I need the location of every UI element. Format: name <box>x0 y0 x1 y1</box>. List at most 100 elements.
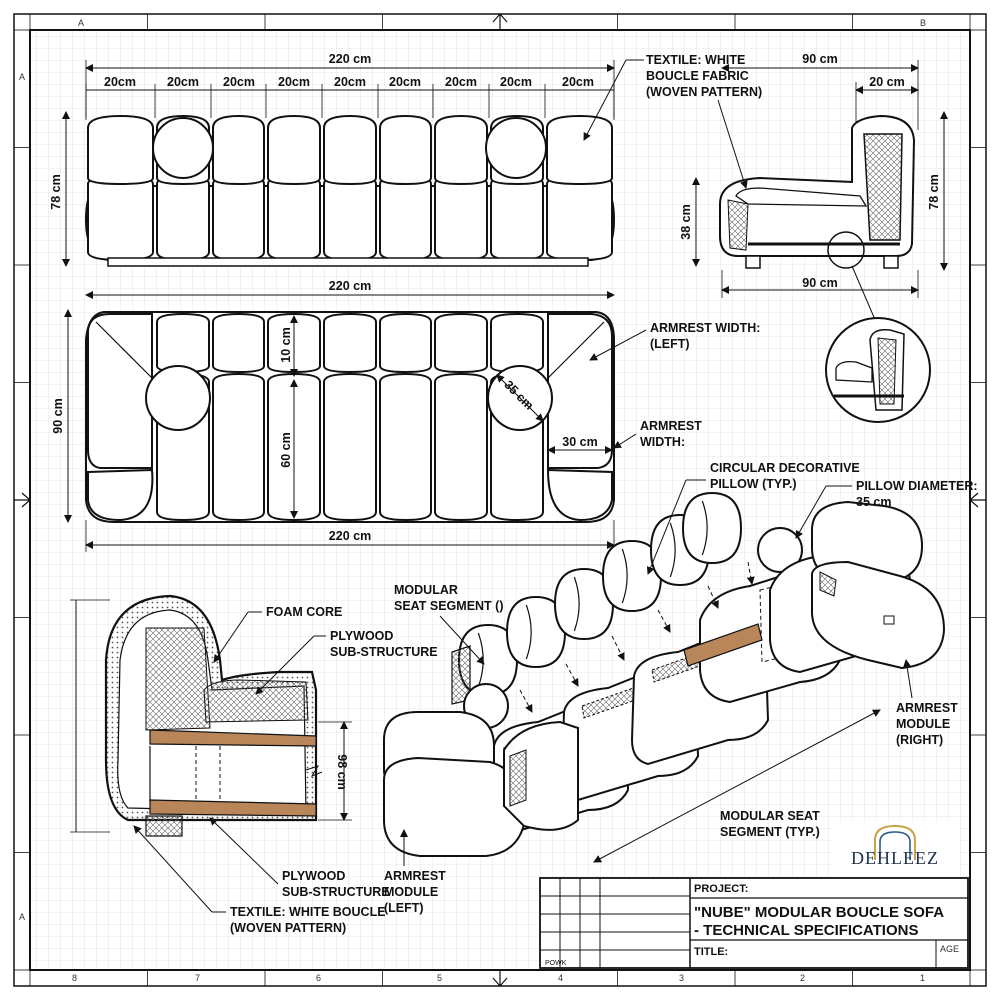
callout-textile-line3: (WOVEN PATTERN) <box>646 85 762 99</box>
callout-armrest-left-line2: (LEFT) <box>650 337 690 351</box>
border-mark: A <box>78 18 84 28</box>
title-block: PROJECT: "NUBE" MODULAR BOUCLE SOFA - TE… <box>539 877 969 969</box>
side-seat-height: 38 cm <box>679 204 693 239</box>
callout-textile-bottom-line2: (WOVEN PATTERN) <box>230 921 346 935</box>
front-seat-cushion <box>546 174 613 262</box>
callout-pillow-line1: CIRCULAR DECORATIVE <box>710 461 860 475</box>
plan-seat-depth: 60 cm <box>279 432 293 467</box>
plan-back-cushion <box>490 312 544 374</box>
callout-textile-line2: BOUCLE FABRIC <box>646 69 749 83</box>
callout-armrest-width-line1: ARMREST <box>640 419 702 433</box>
callout-modular-seat-typ-line1: MODULAR SEAT <box>720 809 820 823</box>
plan-front-left <box>87 468 154 522</box>
title-block-project-label: PROJECT: <box>694 883 748 895</box>
border-mark: 7 <box>195 973 200 983</box>
side-back-thickness: 20 cm <box>869 75 904 89</box>
explode-arrow <box>746 561 755 585</box>
plan-arm-left <box>87 313 153 469</box>
segment-width: 20cm <box>223 75 255 89</box>
callout-armrest-left-line1: ARMREST WIDTH: <box>650 321 760 335</box>
iso-armrest-right <box>811 500 946 670</box>
plan-seat-cushion <box>379 372 432 522</box>
border-left-marks: A A <box>19 72 25 922</box>
brand-logo: DEHLEEZ <box>832 822 958 880</box>
front-back-cushion <box>323 114 377 186</box>
plan-seat-cushion <box>434 372 488 522</box>
callout-plywood-top-line1: PLYWOOD <box>330 629 393 643</box>
plan-back-cushion <box>434 312 488 374</box>
border-mark: 8 <box>72 973 77 983</box>
callout-armrest-left-module-line1: ARMREST <box>384 869 446 883</box>
callout-armrest-width-line2: WIDTH: <box>640 435 685 449</box>
callout-textile-bottom-line1: TEXTILE: WHITE BOUCLE <box>230 905 386 919</box>
front-seat-cushion <box>267 174 321 262</box>
segment-width: 20cm <box>562 75 594 89</box>
side-view: 90 cm 20 cm 78 cm 38 cm 90 cm <box>679 52 948 423</box>
callout-plywood-bottom-line1: PLYWOOD <box>282 869 345 883</box>
plan-seat-cushion <box>212 372 265 522</box>
plan-back-cushion <box>379 312 432 374</box>
plan-depth: 90 cm <box>51 398 65 433</box>
pillow-left-plan <box>145 365 211 431</box>
border-mark: 2 <box>800 973 805 983</box>
callout-plywood-top-line2: SUB-STRUCTURE <box>330 645 438 659</box>
explode-arrow <box>611 635 625 661</box>
plan-arm-seam <box>95 321 153 379</box>
segment-width: 20cm <box>445 75 477 89</box>
segment-width: 20cm <box>167 75 199 89</box>
exploded-isometric-view <box>383 491 946 857</box>
front-seat-cushion <box>490 174 544 262</box>
plan-back-depth: 10 cm <box>279 327 293 362</box>
callout-armrest-left-module-line3: (LEFT) <box>384 901 424 915</box>
border-mark: 3 <box>679 973 684 983</box>
section-seat-height: 98 cm <box>335 754 349 789</box>
plan-back-cushion <box>212 312 265 374</box>
plan-overall-width-bottom: 220 cm <box>329 529 371 543</box>
callout-armrest-right-line1: ARMREST <box>896 701 958 715</box>
callout-modular-seat-line1: MODULAR <box>394 583 458 597</box>
plan-seat-cushion <box>323 372 377 522</box>
border-mark: 4 <box>558 973 563 983</box>
plan-view: 220 cm 90 cm 10 cm 60 cm 35 cm 30 cm 220… <box>51 279 615 552</box>
segment-width: 20cm <box>104 75 136 89</box>
front-seat-cushion <box>379 174 432 262</box>
title-block-cell-label: POWK <box>545 960 567 967</box>
segment-width: 20cm <box>500 75 532 89</box>
front-pillow-right <box>485 117 547 179</box>
border-mark: B <box>920 18 926 28</box>
logo-text: DEHLEEZ <box>851 848 939 868</box>
callouts: TEXTILE: WHITE BOUCLE FABRIC (WOVEN PATT… <box>133 53 978 935</box>
title-block-title-line1: "NUBE" MODULAR BOUCLE SOFA <box>694 904 944 921</box>
segment-width: 20cm <box>389 75 421 89</box>
title-block-title-line2: - TECHNICAL SPECIFICATIONS <box>694 922 918 939</box>
callout-armrest-right-line2: MODULE <box>896 717 950 731</box>
front-view: 220 cm 20cm 20cm 20cm 20cm 20cm 20cm 20c… <box>49 52 616 267</box>
title-block-title-label: TITLE: <box>694 946 728 958</box>
front-seat-cushion <box>87 174 154 262</box>
side-height: 78 cm <box>927 174 941 209</box>
callout-textile-line1: TEXTILE: WHITE <box>646 53 745 67</box>
plan-front-right <box>546 468 613 522</box>
front-back-cushion <box>379 114 432 186</box>
front-seat-cushion <box>434 174 488 262</box>
title-block-page-label: AGE <box>940 944 959 954</box>
border-top-marks: A B <box>78 18 926 28</box>
iso-plywood-insert <box>683 623 763 667</box>
border-bottom-marks: 8 7 6 5 4 3 2 1 <box>72 973 925 983</box>
iso-armrest-left <box>383 711 579 857</box>
callout-armrest-right-line3: (RIGHT) <box>896 733 943 747</box>
plan-overall-width-top: 220 cm <box>329 279 371 293</box>
callout-modular-seat-line2: SEAT SEGMENT () <box>394 599 504 613</box>
front-back-cushion <box>434 114 488 186</box>
plan-arm-seam <box>547 321 605 379</box>
front-seat-cushion <box>323 174 377 262</box>
plan-armrest-width: 30 cm <box>562 435 597 449</box>
front-back-cushion <box>546 114 613 186</box>
side-depth-top: 90 cm <box>802 52 837 66</box>
callout-plywood-bottom-line2: SUB-STRUCTURE <box>282 885 390 899</box>
front-seat-cushion <box>156 174 210 262</box>
callout-modular-seat-typ-line2: SEGMENT (TYP.) <box>720 825 820 839</box>
border-mark: 5 <box>437 973 442 983</box>
front-height: 78 cm <box>49 174 63 209</box>
callout-armrest-left-module-line2: MODULE <box>384 885 438 899</box>
